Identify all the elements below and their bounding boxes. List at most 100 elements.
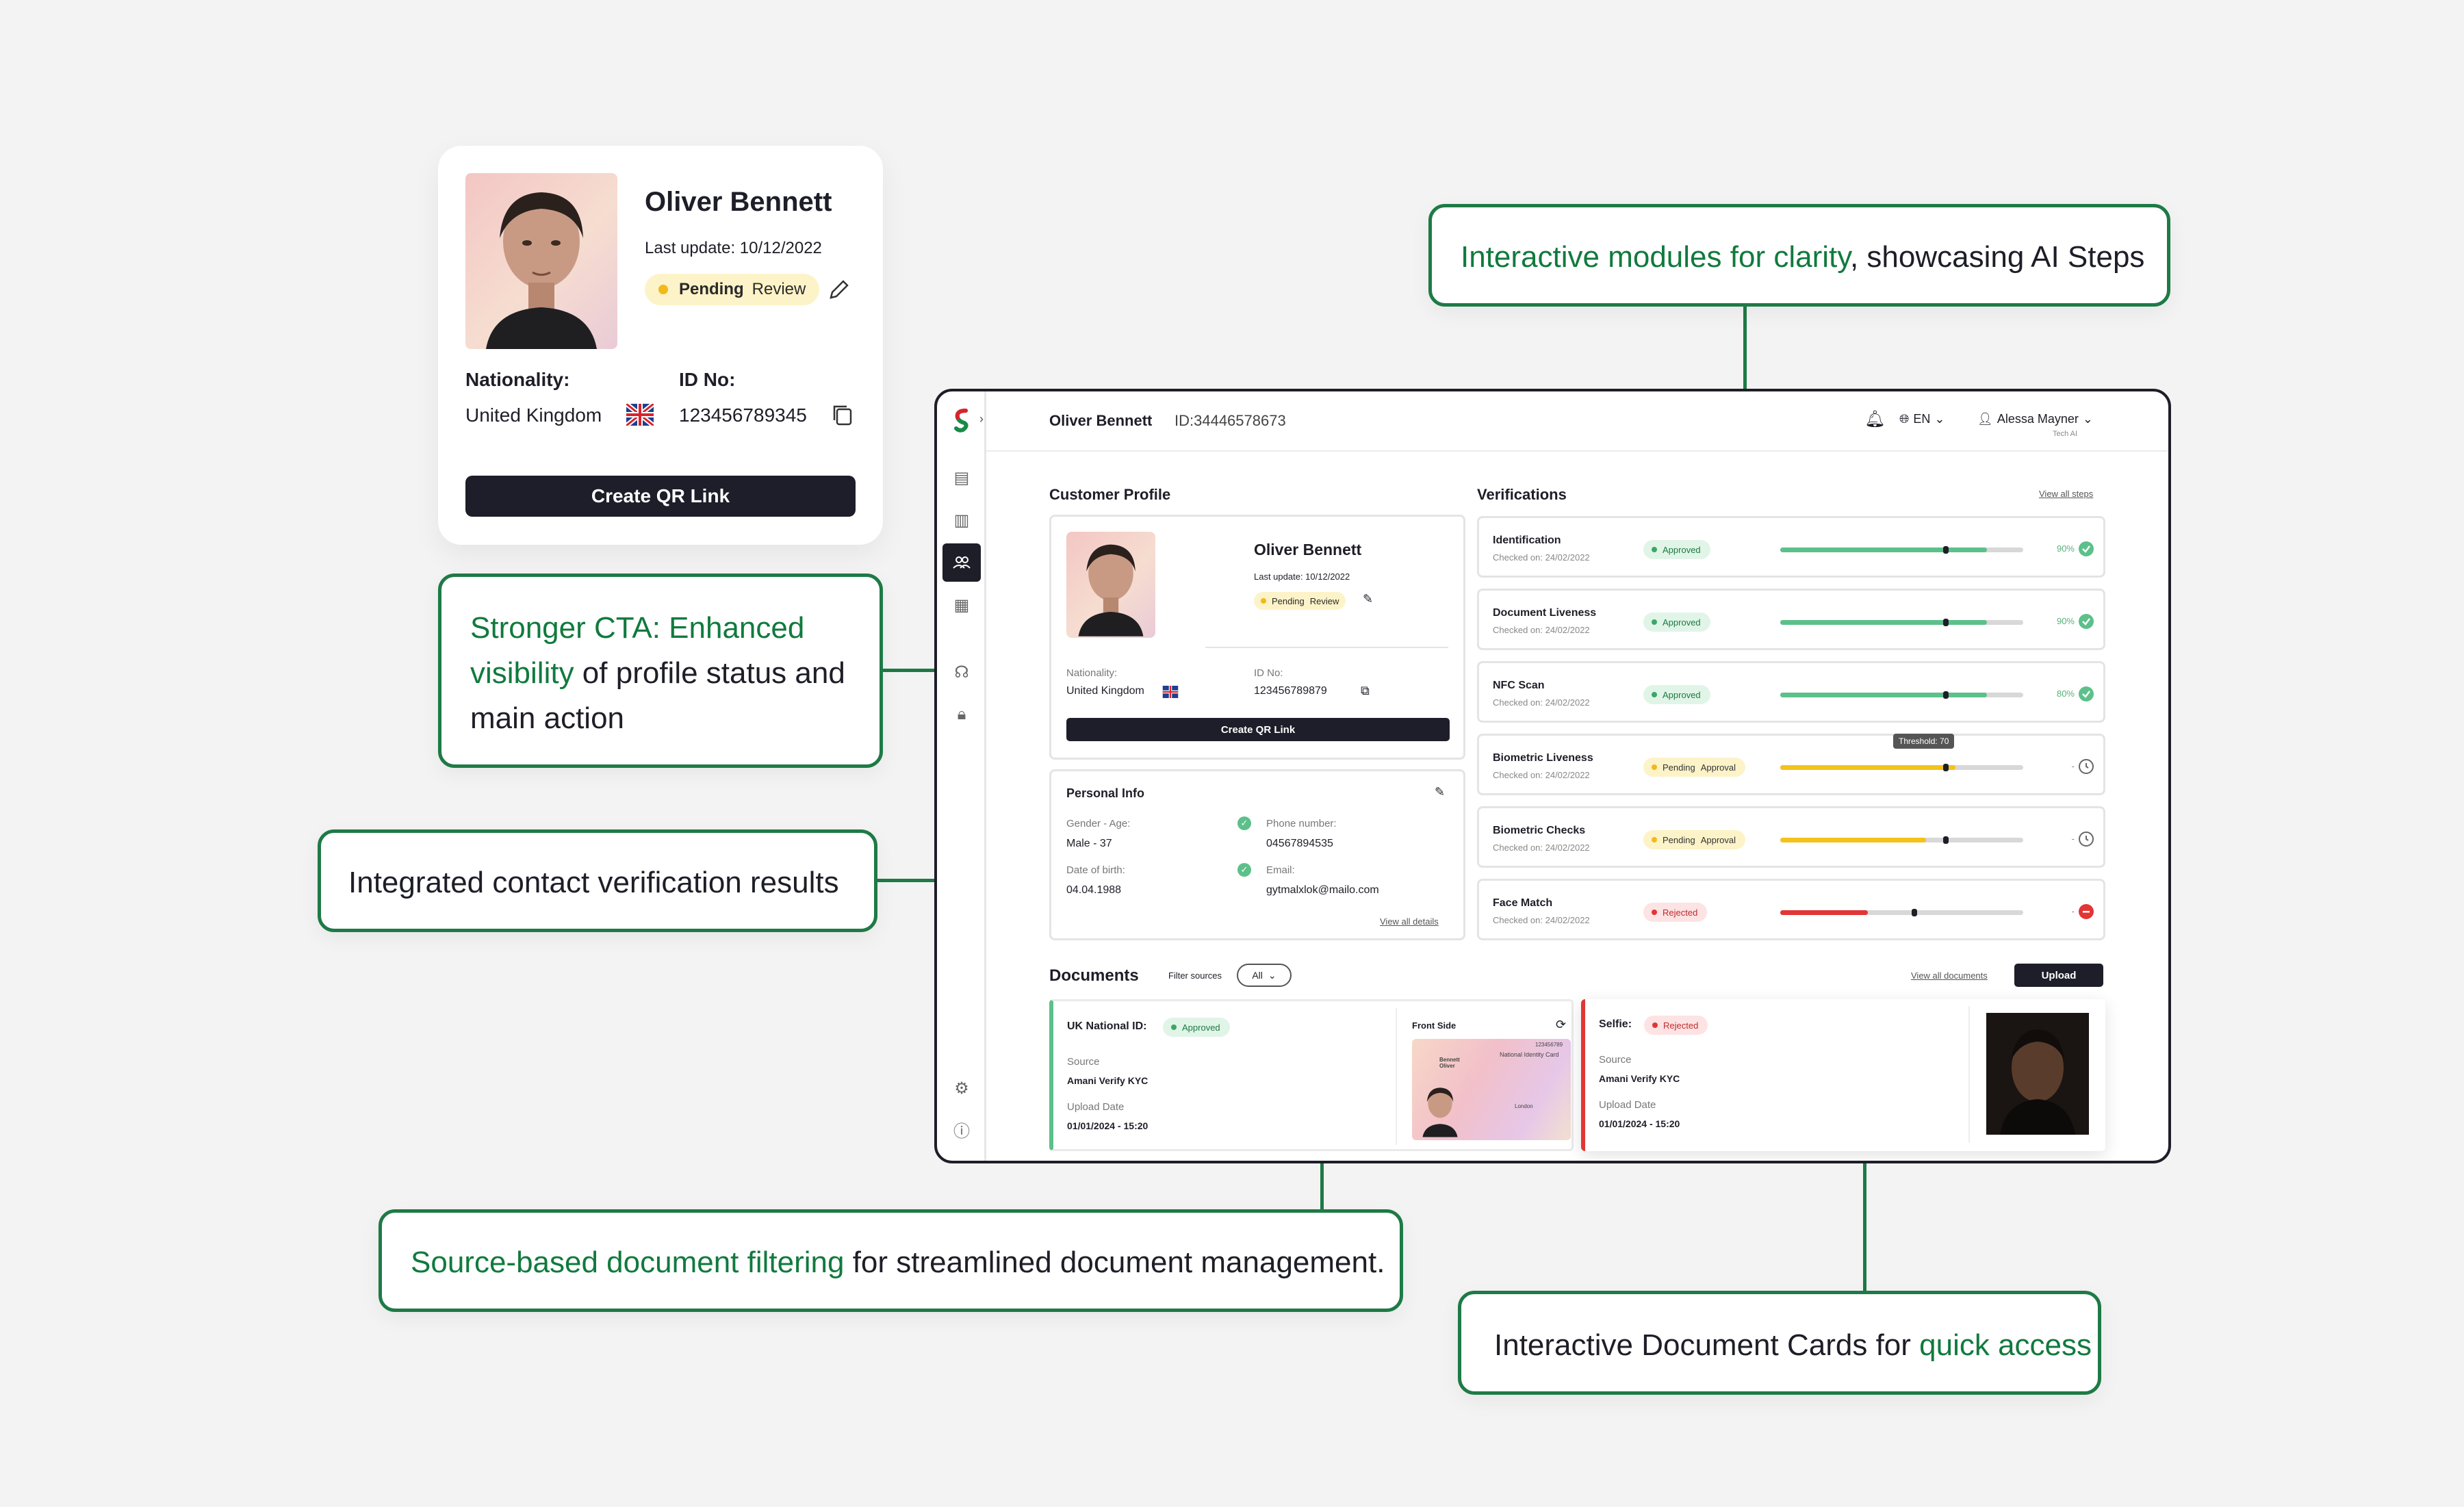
edit-icon[interactable]: ✎ xyxy=(1435,785,1446,799)
filter-sources-label: Filter sources xyxy=(1168,970,1222,981)
verification-progress-track xyxy=(1780,546,2023,554)
customer-nationality-value: United Kingdom xyxy=(1066,685,1144,697)
verifications-title: Verifications xyxy=(1477,486,1567,503)
verification-score: - xyxy=(2071,761,2075,771)
customer-profile-panel: Oliver Bennett Last update: 10/12/2022 P… xyxy=(1049,515,1465,760)
verification-name: Identification xyxy=(1493,534,1561,546)
customer-status-badge: Pending Review xyxy=(1254,592,1346,610)
copy-icon[interactable]: ⧉ xyxy=(1361,684,1370,697)
status-text: Approved xyxy=(1663,617,1701,628)
dob-label: Date of birth: xyxy=(1066,864,1125,876)
doc-title: Selfie: xyxy=(1599,1018,1632,1030)
id-label: ID No: xyxy=(679,369,736,390)
id-card-thumbnail[interactable]: 123456789 National Identity Card Bennett… xyxy=(1412,1039,1571,1140)
verification-date: Checked on: 24/02/2022 xyxy=(1493,552,1590,563)
verification-name: Biometric Checks xyxy=(1493,825,1586,836)
copy-icon[interactable] xyxy=(831,403,854,426)
chevron-down-icon: ⌄ xyxy=(1268,969,1276,981)
filter-sources-select[interactable]: All ⌄ xyxy=(1237,964,1292,987)
verification-progress-track xyxy=(1780,764,2023,771)
view-all-documents-link[interactable]: View all documents xyxy=(1911,970,1988,981)
status-text: Approved xyxy=(1182,1022,1220,1033)
doc-source-value: Amani Verify KYC xyxy=(1067,1075,1148,1086)
user-menu[interactable]: 👤︎ Alessa Mayner ⌄ xyxy=(1977,412,2093,426)
document-card-national-id[interactable]: UK National ID: Approved Source Amani Ve… xyxy=(1049,999,1574,1151)
refresh-icon[interactable]: ⟳ xyxy=(1556,1018,1567,1031)
status-subtext: Approval xyxy=(1700,762,1736,773)
threshold-marker xyxy=(1942,546,1949,554)
doc-upload-value: 01/01/2024 - 15:20 xyxy=(1067,1120,1148,1131)
edit-icon[interactable]: ✎ xyxy=(1363,592,1374,606)
users-icon[interactable] xyxy=(942,543,981,582)
threshold-marker xyxy=(1942,691,1949,699)
verification-score: 80% xyxy=(2056,688,2075,699)
create-qr-link-button[interactable]: Create QR Link xyxy=(465,476,856,517)
view-all-steps-link[interactable]: View all steps xyxy=(2039,489,2094,499)
customer-profile-title: Customer Profile xyxy=(1049,486,1171,503)
verification-score: 90% xyxy=(2056,616,2075,626)
document-card-selfie[interactable]: Selfie: Rejected Source Amani Verify KYC… xyxy=(1581,999,2105,1151)
verification-name: Document Liveness xyxy=(1493,607,1597,619)
doc-title: UK National ID: xyxy=(1067,1020,1147,1032)
chart-icon[interactable]: ▥ xyxy=(953,511,970,530)
verification-progress-fill xyxy=(1780,693,1987,697)
callout-ai-steps-text: , showcasing AI Steps xyxy=(1849,240,2145,274)
profile-card: Oliver Bennett Last update: 10/12/2022 P… xyxy=(438,146,883,545)
status-subtext: Review xyxy=(752,280,806,298)
verification-status-badge: Approved xyxy=(1643,685,1710,704)
logo-icon xyxy=(947,405,977,435)
settings-icon[interactable]: ⚙ xyxy=(954,1079,969,1098)
check-circle-icon: ✓ xyxy=(1237,863,1251,877)
doc-upload-value: 01/01/2024 - 15:20 xyxy=(1599,1118,1680,1129)
lock-icon[interactable]: 🔒︎ xyxy=(957,705,966,723)
table-icon[interactable]: ▦ xyxy=(953,595,970,615)
info-icon[interactable]: ⓘ xyxy=(953,1122,970,1141)
language-selector[interactable]: 🌐︎ EN ⌄ xyxy=(1899,412,1945,426)
bell-icon[interactable]: 🔔︎ xyxy=(1864,410,1886,428)
customer-create-qr-button[interactable]: Create QR Link xyxy=(1066,718,1450,741)
check-circle-icon xyxy=(2079,686,2094,701)
selfie-thumbnail[interactable] xyxy=(1986,1013,2089,1135)
verification-score: 90% xyxy=(2056,543,2075,554)
status-text: Pending xyxy=(679,280,744,298)
verification-date: Checked on: 24/02/2022 xyxy=(1493,625,1590,635)
verification-date: Checked on: 24/02/2022 xyxy=(1493,842,1590,853)
callout-cta-highlight: Stronger CTA: Enhanced visibility xyxy=(470,611,805,690)
id-value: 123456789345 xyxy=(679,404,807,426)
threshold-tooltip: Threshold: 70 xyxy=(1893,734,1955,749)
status-subtext: Approval xyxy=(1700,834,1736,845)
dashboard-icon[interactable]: ▤ xyxy=(953,468,970,487)
callout-cta-text: of profile status and main action xyxy=(470,656,845,735)
verification-date: Checked on: 24/02/2022 xyxy=(1493,697,1590,708)
verification-progress-track xyxy=(1780,909,2023,916)
card-divider xyxy=(1968,1006,1970,1143)
verification-progress-fill xyxy=(1780,620,1987,625)
dob-value: 04.04.1988 xyxy=(1066,884,1122,896)
customer-nationality-label: Nationality: xyxy=(1066,667,1118,679)
minus-circle-icon xyxy=(2079,904,2094,919)
verification-progress-fill xyxy=(1780,765,1955,770)
upload-button[interactable]: Upload xyxy=(2014,964,2103,987)
view-all-details-link[interactable]: View all details xyxy=(1380,916,1439,927)
verification-name: Biometric Liveness xyxy=(1493,752,1593,764)
status-subtext: Review xyxy=(1309,595,1339,606)
doc-source-value: Amani Verify KYC xyxy=(1599,1073,1680,1084)
status-dot xyxy=(1261,598,1266,604)
nationality-value: United Kingdom xyxy=(465,404,602,426)
doc-upload-label: Upload Date xyxy=(1067,1101,1125,1113)
chevron-right-icon[interactable]: › xyxy=(979,412,984,426)
edit-icon[interactable] xyxy=(827,277,851,302)
card-divider xyxy=(1396,1008,1397,1145)
headset-icon[interactable]: ☊ xyxy=(954,662,969,682)
callout-cards-highlight: quick access xyxy=(1919,1328,2092,1362)
email-label: Email: xyxy=(1266,864,1295,876)
threshold-marker xyxy=(1911,909,1917,916)
id-card-name: Bennett Oliver xyxy=(1439,1057,1460,1069)
